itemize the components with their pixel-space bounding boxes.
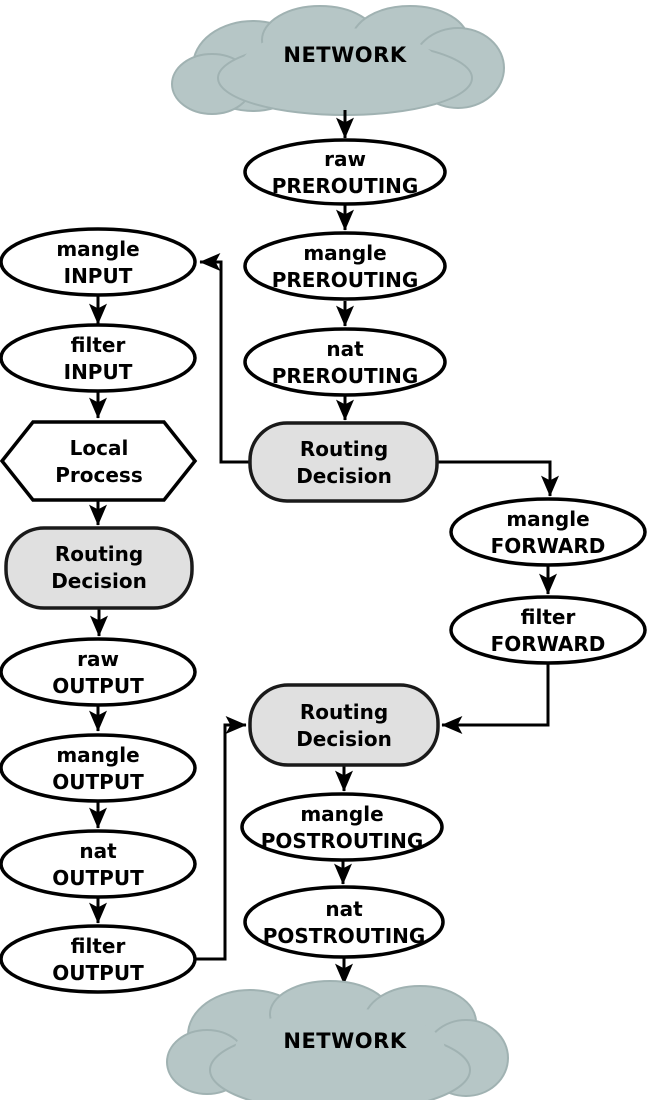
mangle-forward-line2: FORWARD: [491, 534, 606, 558]
raw-prerouting-line2: PREROUTING: [272, 174, 419, 198]
edge-routing-decision-to-mangle-forward: [437, 460, 559, 497]
network-top-label: NETWORK: [283, 43, 406, 67]
raw-output-line2: OUTPUT: [52, 674, 144, 698]
filter-input-line1: filter: [71, 333, 126, 357]
mangle-prerouting-shape: [243, 231, 447, 301]
node-filter-input: filter INPUT: [0, 323, 197, 393]
edge-filter-forward-to-routing-decision: [441, 663, 550, 734]
routing-decision-bottom-line2: Decision: [296, 727, 392, 751]
routing-decision-left-line1: Routing: [55, 542, 143, 566]
node-mangle-output: mangle OUTPUT: [0, 733, 197, 803]
mangle-forward-shape: [449, 497, 647, 567]
filter-input-line2: INPUT: [64, 360, 133, 384]
node-network-top: NETWORK: [171, 5, 505, 116]
edge-filter-output-to-routing-decision: [195, 716, 247, 961]
nat-postrouting-line1: nat: [325, 897, 363, 921]
mangle-output-shape: [0, 733, 197, 803]
node-routing-decision-left: Routing Decision: [4, 526, 194, 610]
node-nat-postrouting: nat POSTROUTING: [243, 885, 445, 959]
routing-decision-left-line2: Decision: [51, 569, 147, 593]
mangle-forward-line1: mangle: [506, 507, 589, 531]
node-routing-decision-mid: Routing Decision: [248, 421, 439, 503]
routing-decision-mid-line1: Routing: [300, 437, 388, 461]
nat-prerouting-shape: [243, 327, 447, 397]
raw-output-shape: [0, 637, 197, 707]
node-network-bottom: NETWORK: [166, 980, 509, 1100]
local-process-shape: [0, 420, 198, 502]
cloud-body: [240, 28, 440, 108]
routing-decision-mid-line2: Decision: [296, 464, 392, 488]
filter-output-line1: filter: [71, 934, 126, 958]
nat-output-line2: OUTPUT: [52, 866, 144, 890]
node-mangle-input: mangle INPUT: [0, 227, 197, 297]
mangle-input-shape: [0, 227, 197, 297]
raw-output-line1: raw: [77, 647, 119, 671]
nat-prerouting-line2: PREROUTING: [272, 364, 419, 388]
mangle-output-line1: mangle: [56, 743, 139, 767]
local-process-line2: Process: [55, 463, 143, 487]
routing-decision-mid-shape: [248, 421, 439, 503]
mangle-postrouting-line1: mangle: [300, 802, 383, 826]
filter-output-shape: [0, 924, 197, 994]
routing-decision-left-shape: [4, 526, 194, 610]
filter-forward-shape: [449, 595, 647, 665]
nat-postrouting-shape: [243, 885, 445, 959]
node-routing-decision-bottom: Routing Decision: [248, 683, 440, 767]
nat-output-line1: nat: [79, 839, 117, 863]
node-raw-output: raw OUTPUT: [0, 637, 197, 707]
filter-output-line2: OUTPUT: [52, 961, 144, 985]
routing-decision-bottom-line1: Routing: [300, 700, 388, 724]
filter-input-shape: [0, 323, 197, 393]
filter-forward-line1: filter: [521, 605, 576, 629]
node-mangle-prerouting: mangle PREROUTING: [243, 231, 447, 301]
mangle-prerouting-line1: mangle: [303, 241, 386, 265]
node-nat-prerouting: nat PREROUTING: [243, 327, 447, 397]
node-mangle-postrouting: mangle POSTROUTING: [240, 792, 444, 862]
node-filter-forward: filter FORWARD: [449, 595, 647, 665]
mangle-input-line2: INPUT: [64, 264, 133, 288]
mangle-output-line2: OUTPUT: [52, 770, 144, 794]
node-raw-prerouting: raw PREROUTING: [243, 138, 447, 206]
mangle-postrouting-shape: [240, 792, 444, 862]
mangle-postrouting-line2: POSTROUTING: [261, 829, 424, 853]
mangle-input-line1: mangle: [56, 237, 139, 261]
raw-prerouting-shape: [243, 138, 447, 206]
filter-forward-line2: FORWARD: [491, 632, 606, 656]
local-process-line1: Local: [70, 436, 129, 460]
node-mangle-forward: mangle FORWARD: [449, 497, 647, 567]
cloud-body: [235, 1008, 445, 1092]
network-bottom-label: NETWORK: [283, 1029, 406, 1053]
edge-routing-decision-to-mangle-input: [199, 253, 250, 464]
nat-prerouting-line1: nat: [326, 337, 364, 361]
nat-output-shape: [0, 829, 197, 899]
mangle-prerouting-line2: PREROUTING: [272, 268, 419, 292]
node-local-process: Local Process: [0, 420, 198, 502]
node-nat-output: nat OUTPUT: [0, 829, 197, 899]
raw-prerouting-line1: raw: [324, 147, 366, 171]
routing-decision-bottom-shape: [248, 683, 440, 767]
node-filter-output: filter OUTPUT: [0, 924, 197, 994]
nat-postrouting-line2: POSTROUTING: [263, 924, 426, 948]
